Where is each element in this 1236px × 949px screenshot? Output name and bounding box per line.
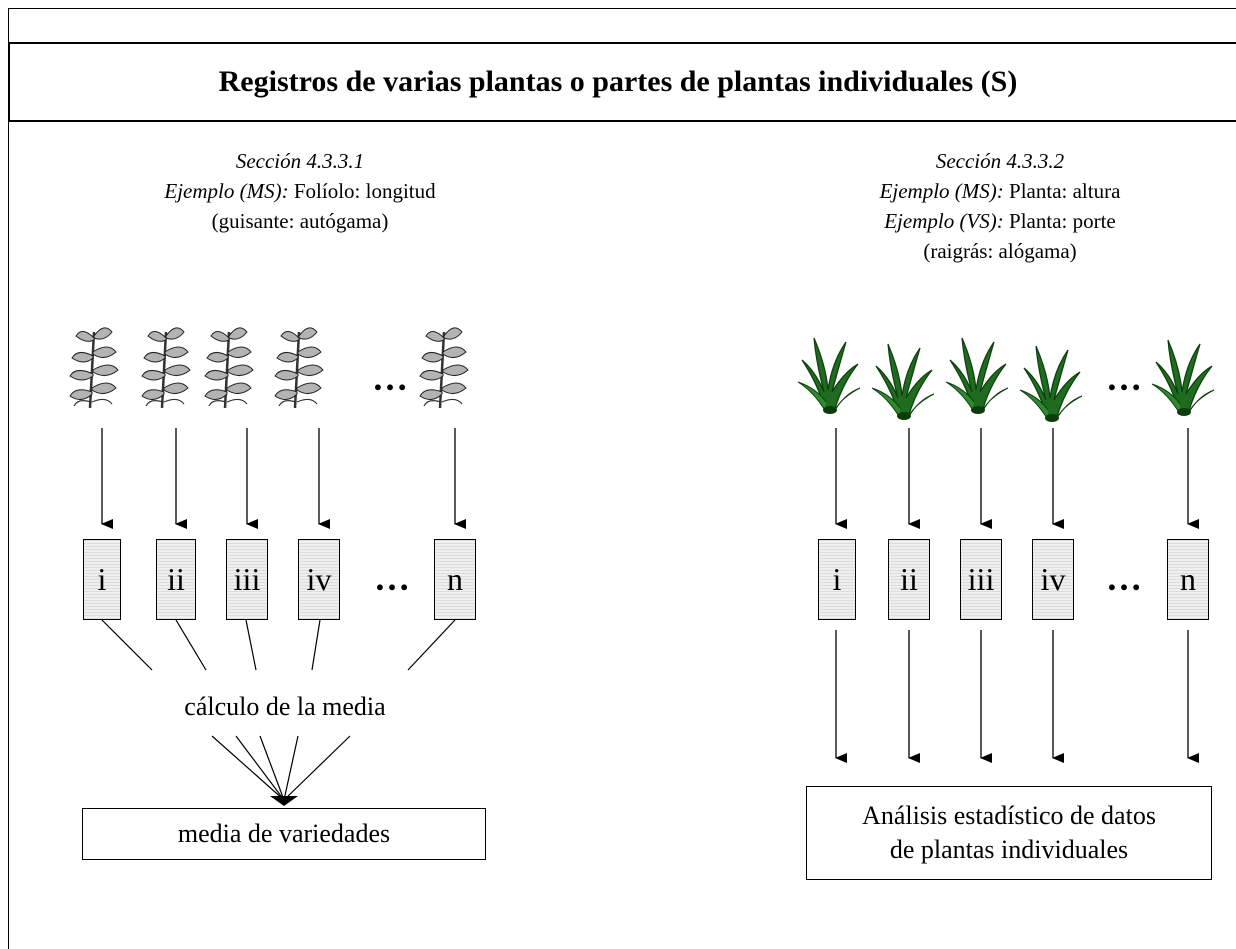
- right-section-label: Sección 4.3.3.2: [935, 149, 1065, 173]
- analysis-label-line1: Análisis estadístico de datos: [862, 801, 1156, 830]
- right-example1-text: Planta: altura: [1003, 179, 1121, 203]
- grass-tuft-icon: [797, 337, 861, 415]
- connector-line: [245, 619, 257, 671]
- variety-mean-box: media de variedades: [82, 808, 486, 860]
- left-section-label: Sección 4.3.3.1: [235, 149, 365, 173]
- left-example-text: Folíolo: longitud: [288, 179, 436, 203]
- diagram-frame: [8, 8, 1236, 949]
- variety-mean-label: media de variedades: [177, 819, 391, 848]
- right-box-ii: ii: [888, 539, 930, 620]
- analysis-label-line2: de plantas individuales: [889, 835, 1129, 864]
- calc-mean-label: cálculo de la media: [184, 692, 386, 721]
- pea-plant-icon: [140, 326, 192, 410]
- grass-tuft-icon: [1151, 339, 1215, 417]
- pea-plant-icon: [68, 326, 120, 410]
- left-box-n: n: [434, 539, 476, 620]
- grass-tuft-icon: [1019, 345, 1083, 423]
- grass-tuft-icon: [945, 337, 1009, 415]
- converge-arrowhead: [270, 796, 298, 806]
- right-box-n: n: [1167, 539, 1209, 620]
- right-box-iii: iii: [960, 539, 1002, 620]
- left-box-iv: iv: [298, 539, 340, 620]
- title-banner: [8, 42, 1236, 122]
- converging-line: [211, 735, 285, 801]
- right-species: (raigrás: alógama): [923, 239, 1077, 263]
- converging-line: [235, 735, 285, 801]
- connector-line: [175, 619, 207, 671]
- grass-tuft-icon: [871, 343, 935, 421]
- right-example2-prefix: Ejemplo (VS):: [884, 209, 1004, 233]
- converging-line: [283, 735, 351, 801]
- converging-line: [283, 735, 299, 801]
- right-box-iv: iv: [1032, 539, 1074, 620]
- statistical-analysis-box: Análisis estadístico de datos de plantas…: [806, 786, 1212, 880]
- left-caption: Sección 4.3.3.1 Ejemplo (MS): Folíolo: l…: [40, 146, 560, 236]
- right-box-ellipsis: …: [1106, 558, 1142, 598]
- left-box-i: i: [83, 539, 121, 620]
- left-example-prefix: Ejemplo (MS):: [164, 179, 289, 203]
- left-box-iii: iii: [226, 539, 268, 620]
- right-plant-ellipsis: …: [1106, 358, 1142, 398]
- left-plant-ellipsis: …: [372, 358, 408, 398]
- right-example1-prefix: Ejemplo (MS):: [879, 179, 1004, 203]
- right-box-i: i: [818, 539, 856, 620]
- pea-plant-icon: [418, 326, 470, 410]
- pea-plant-icon: [203, 326, 255, 410]
- right-caption: Sección 4.3.3.2 Ejemplo (MS): Planta: al…: [770, 146, 1230, 266]
- diagram-title: Registros de varias plantas o partes de …: [218, 65, 1018, 98]
- converging-line: [259, 735, 285, 801]
- connector-line: [311, 619, 321, 671]
- left-species: (guisante: autógama): [211, 209, 389, 233]
- right-example2-text: Planta: porte: [1003, 209, 1116, 233]
- connector-line: [407, 619, 456, 671]
- connector-line: [101, 619, 153, 671]
- pea-plant-icon: [273, 326, 325, 410]
- left-box-ellipsis: …: [374, 558, 410, 598]
- left-box-ii: ii: [156, 539, 196, 620]
